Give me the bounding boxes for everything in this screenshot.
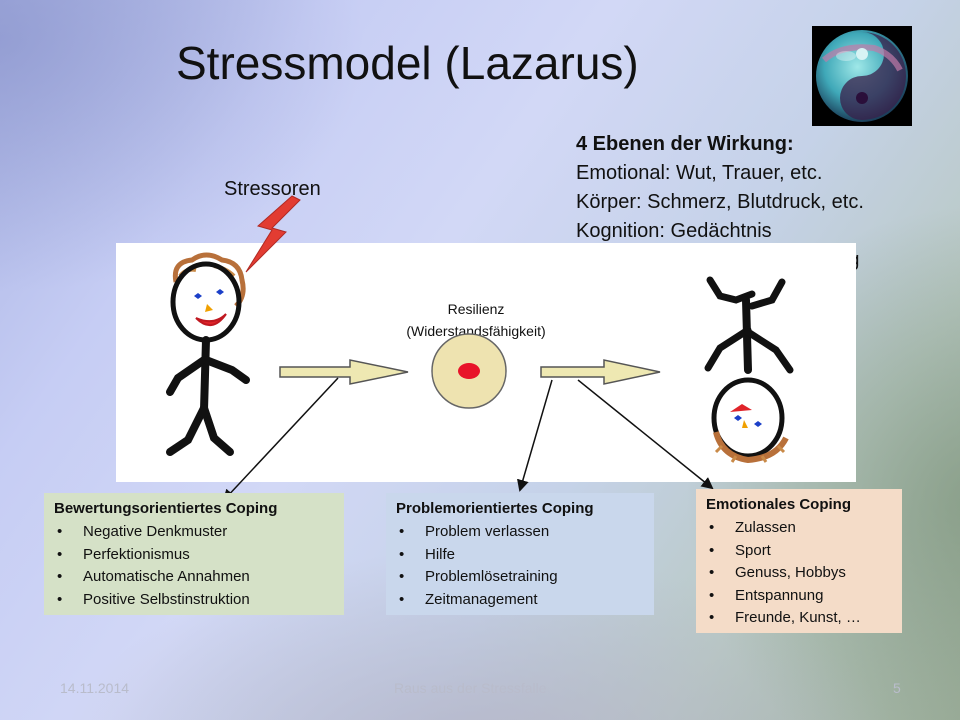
slide-title: Stressmodel (Lazarus)	[176, 37, 639, 89]
list-item: Genuss, Hobbys	[706, 562, 894, 585]
list-item: Automatische Annahmen	[54, 566, 336, 589]
list-item: Entspannung	[706, 585, 894, 608]
effect-level-item: Kognition: Gedächtnis	[576, 220, 772, 242]
list-item: Hilfe	[396, 544, 646, 567]
coping-box-title: Problemorientiertes Coping	[396, 500, 594, 517]
list-item: Freunde, Kunst, …	[706, 607, 894, 630]
yin-yang-icon	[812, 26, 912, 126]
resilience-label-line2: (Widerstandsfähigkeit)	[406, 323, 546, 339]
lightning-icon	[245, 195, 301, 273]
target-icon	[431, 333, 507, 409]
coping-box-emotional: Emotionales Coping Zulassen Sport Genuss…	[696, 489, 902, 633]
arrow-to-outcome	[540, 359, 661, 385]
effect-levels-heading: 4 Ebenen der Wirkung:	[576, 133, 794, 155]
list-item: Positive Selbstinstruktion	[54, 589, 336, 612]
coping-box-appraisal: Bewertungsorientiertes Coping Negative D…	[44, 493, 344, 615]
list-item: Negative Denkmuster	[54, 521, 336, 544]
coping-box-title: Emotionales Coping	[706, 496, 852, 513]
list-item: Zulassen	[706, 517, 894, 540]
stick-figure-happy-icon	[166, 252, 250, 456]
list-item: Sport	[706, 540, 894, 563]
effect-level-item: Emotional: Wut, Trauer, etc.	[576, 162, 823, 184]
coping-box-problem: Problemorientiertes Coping Problem verla…	[386, 493, 654, 615]
resilience-label: Resilienz (Widerstandsfähigkeit)	[366, 298, 586, 342]
list-item: Problem verlassen	[396, 521, 646, 544]
list-item: Problemlösetraining	[396, 566, 646, 589]
connector-arrow	[517, 379, 553, 492]
connector-arrow	[577, 379, 714, 490]
connector-arrow	[222, 377, 339, 502]
effect-level-item: Körper: Schmerz, Blutdruck, etc.	[576, 191, 864, 213]
footer-date: 14.11.2014	[60, 680, 130, 696]
footer-title: Raus aus der Stressfalle	[394, 680, 547, 696]
list-item: Zeitmanagement	[396, 589, 646, 612]
page-number: 5	[893, 680, 901, 696]
resilience-label-line1: Resilienz	[447, 301, 505, 317]
coping-box-title: Bewertungsorientiertes Coping	[54, 500, 278, 517]
list-item: Perfektionismus	[54, 544, 336, 567]
stressoren-label: Stressoren	[224, 178, 321, 200]
arrow-to-resilience	[279, 359, 409, 385]
stick-figure-upside-down-icon	[704, 276, 794, 464]
